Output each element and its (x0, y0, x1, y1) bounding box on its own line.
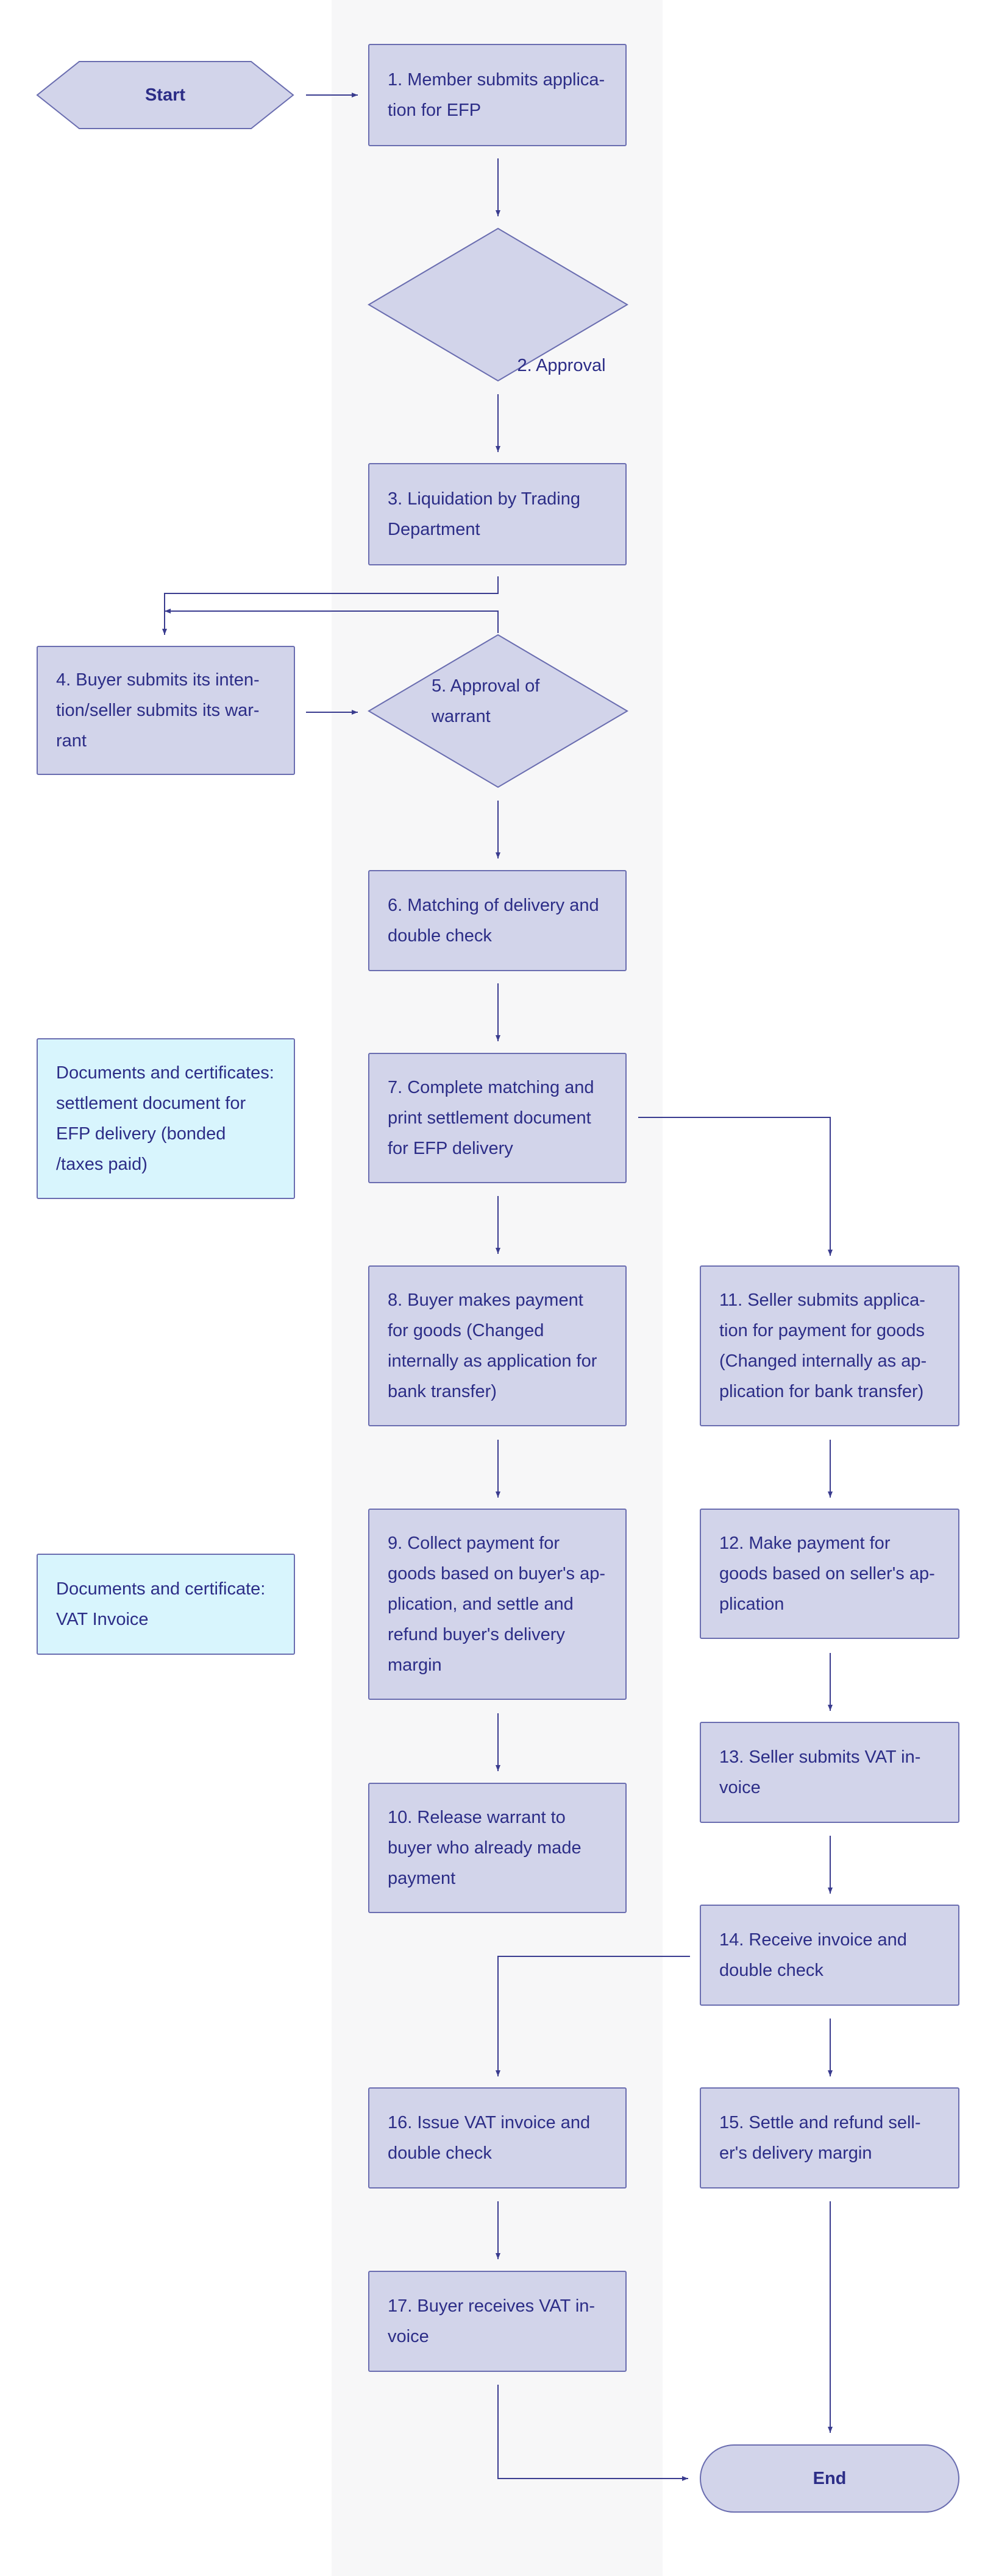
step-9-node: 9. Collect payment for goods based on bu… (368, 1509, 627, 1700)
end-label: End (813, 2469, 847, 2488)
step-17-node: 17. Buyer receives VAT in-voice (368, 2271, 627, 2372)
edge-n14-n16 (496, 1956, 690, 2076)
edge-n7-n11 (638, 1117, 833, 1256)
step-6-node: 6. Matching of delivery and double check (368, 870, 627, 971)
step-15-node: 15. Settle and refund sell-er's delivery… (700, 2087, 959, 2189)
step-11-node: 11. Seller submits applica-tion for paym… (700, 1265, 959, 1426)
hexagon-shape (36, 61, 294, 129)
step-12-node: 12. Make payment for goods based on sell… (700, 1509, 959, 1639)
documents-note-settlement: Documents and certificates: settlement d… (37, 1038, 295, 1199)
start-label: Start (144, 85, 186, 105)
step-3-node: 3. Liquidation by Trading Department (368, 463, 627, 565)
edge-n17-end (497, 2385, 688, 2481)
diamond-shape (368, 634, 628, 788)
step-9-label: 9. Collect payment for goods based on bu… (388, 1534, 606, 1675)
edge-n3-n4 (162, 576, 499, 635)
edge-n5-n4 (165, 609, 499, 633)
step-4-label: 4. Buyer submits its inten-tion/seller s… (56, 670, 260, 751)
step-4-node: 4. Buyer submits its inten-tion/seller s… (37, 646, 295, 775)
step-3-label: 3. Liquidation by Trading Department (388, 489, 580, 539)
step-2-label: 2. Approval (517, 356, 606, 375)
step-13-label: 13. Seller submits VAT in-voice (719, 1747, 921, 1797)
step-12-label: 12. Make payment for goods based on sell… (719, 1534, 935, 1614)
step-8-label: 8. Buyer makes payment for goods (Change… (388, 1290, 597, 1401)
step-2-decision: 2. Approval (368, 227, 628, 382)
diamond-shape (368, 227, 628, 382)
step-5-decision: 5. Approval of warrant (368, 634, 628, 788)
step-6-label: 6. Matching of delivery and double check (388, 896, 599, 946)
step-10-node: 10. Release warrant to buyer who already… (368, 1783, 627, 1913)
step-14-label: 14. Receive invoice and double check (719, 1930, 907, 1980)
step-16-node: 16. Issue VAT invoice and double check (368, 2087, 627, 2189)
step-15-label: 15. Settle and refund sell-er's delivery… (719, 2113, 921, 2163)
documents-note-vat-label: Documents and certificate: VAT Invoice (56, 1579, 266, 1629)
step-7-label: 7. Complete matching and print settlemen… (388, 1078, 594, 1158)
step-7-node: 7. Complete matching and print settlemen… (368, 1053, 627, 1183)
step-17-label: 17. Buyer receives VAT in-voice (388, 2296, 596, 2346)
step-10-label: 10. Release warrant to buyer who already… (388, 1808, 582, 1888)
step-8-node: 8. Buyer makes payment for goods (Change… (368, 1265, 627, 1426)
step-5-label: 5. Approval of warrant (432, 676, 540, 726)
step-16-label: 16. Issue VAT invoice and double check (388, 2113, 591, 2163)
end-node: End (700, 2444, 959, 2513)
step-13-node: 13. Seller submits VAT in-voice (700, 1722, 959, 1823)
step-14-node: 14. Receive invoice and double check (700, 1905, 959, 2006)
step-11-label: 11. Seller submits applica-tion for paym… (719, 1290, 927, 1401)
documents-note-settlement-label: Documents and certificates: settlement d… (56, 1063, 274, 1174)
step-1-node: 1. Member submits applica-tion for EFP (368, 44, 627, 146)
documents-note-vat: Documents and certificate: VAT Invoice (37, 1554, 295, 1655)
start-node: Start (36, 61, 294, 129)
step-1-label: 1. Member submits applica-tion for EFP (388, 70, 605, 120)
